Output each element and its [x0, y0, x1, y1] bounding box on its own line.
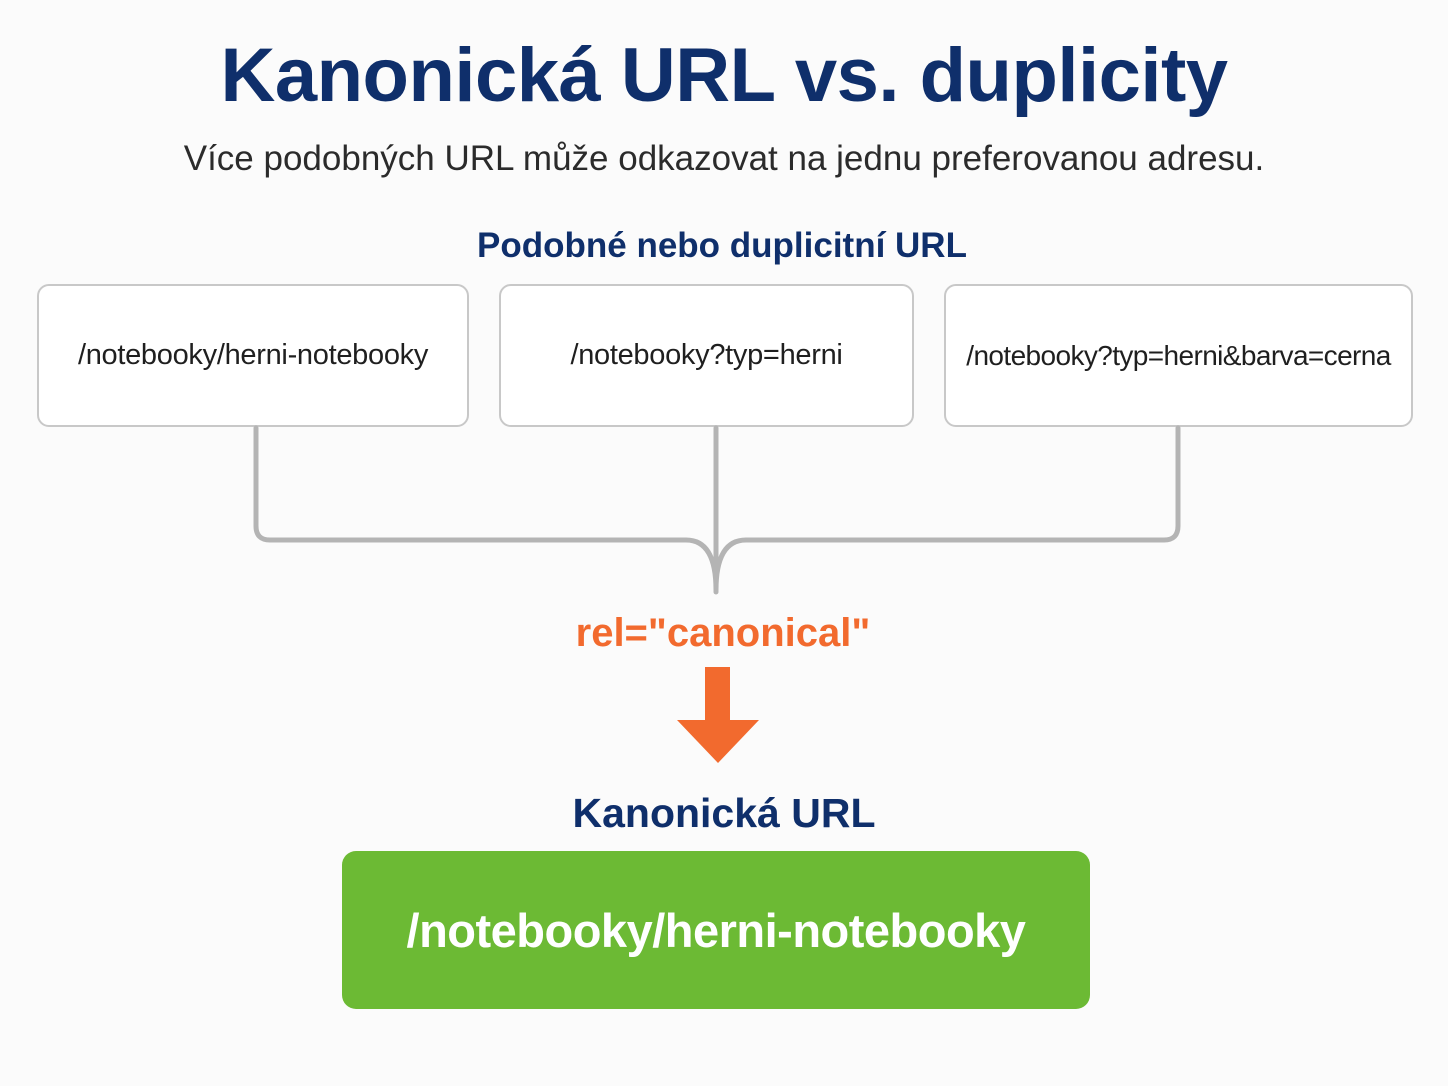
canonical-url-text: /notebooky/herni-notebooky [406, 903, 1026, 957]
duplicate-url-box: /notebooky?typ=herni [499, 284, 914, 427]
duplicate-url-text: /notebooky?typ=herni&barva=cerna [966, 339, 1391, 371]
connector-left [253, 425, 719, 593]
page-subtitle: Více podobných URL může odkazovat na jed… [183, 139, 1265, 178]
duplicates-heading: Podobné nebo duplicitní URL [477, 226, 967, 265]
rel-canonical-label: rel="canonical" [575, 611, 871, 655]
duplicate-url-text: /notebooky/herni-notebooky [77, 339, 429, 371]
page-title: Kanonická URL vs. duplicity [220, 33, 1228, 118]
duplicate-url-box: /notebooky?typ=herni&barva=cerna [944, 284, 1413, 427]
down-arrow-icon [677, 667, 759, 763]
canonical-heading: Kanonická URL [572, 790, 876, 836]
duplicate-url-text: /notebooky?typ=herni [570, 339, 843, 371]
duplicate-url-box: /notebooky/herni-notebooky [37, 284, 469, 427]
connector-right [713, 425, 1181, 593]
canonical-url-box: /notebooky/herni-notebooky [342, 851, 1090, 1009]
